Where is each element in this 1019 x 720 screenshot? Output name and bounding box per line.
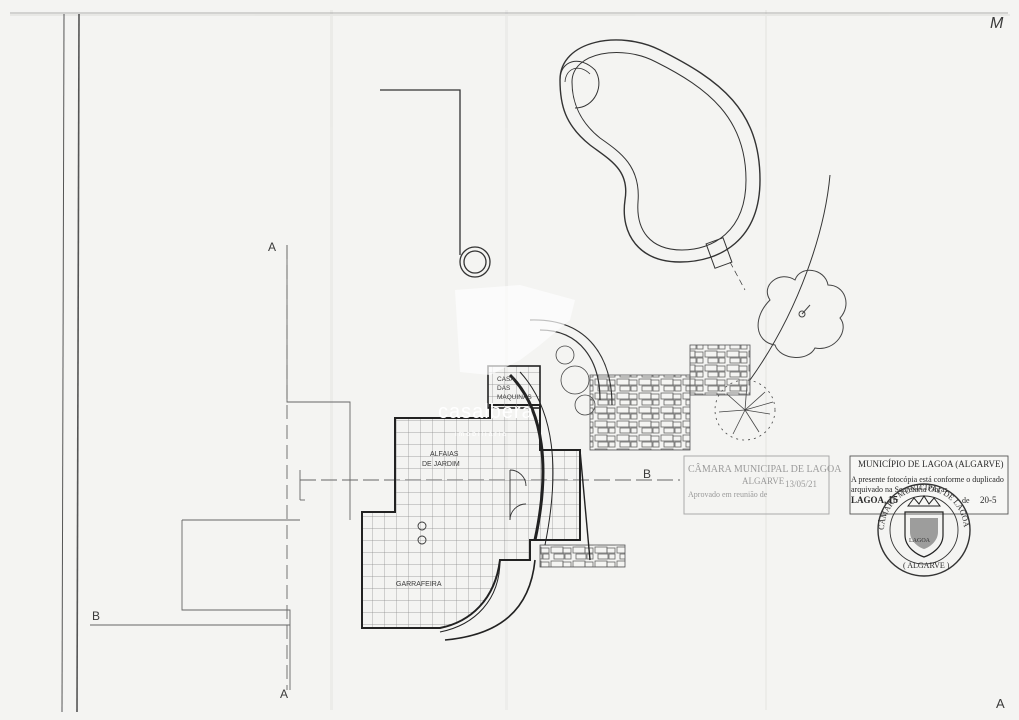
label-alfaias-2: DE JARDIM bbox=[422, 461, 460, 468]
initials: M bbox=[990, 15, 1004, 32]
section-a-top: A bbox=[268, 240, 276, 254]
stamp-municipio-de: de bbox=[962, 496, 970, 505]
section-b-left: B bbox=[92, 609, 100, 623]
stone-terrace bbox=[539, 344, 751, 568]
stamp-camara-line1: CÂMARA MUNICIPAL DE LAGOA bbox=[688, 463, 842, 475]
section-lines bbox=[90, 245, 680, 690]
stamp-camara: CÂMARA MUNICIPAL DE LAGOA ALGARVE Aprova… bbox=[683, 455, 842, 515]
seal-center: LAGOA bbox=[909, 538, 931, 544]
building-floor bbox=[361, 365, 591, 641]
sheet-corner-mark: A bbox=[996, 696, 1005, 711]
stamp-municipio-line2: arquivado na Secretaria Obras. bbox=[851, 485, 950, 494]
stamp-municipio-line1: A presente fotocópia está conforme o dup… bbox=[851, 475, 1004, 484]
section-b-right: B bbox=[643, 467, 651, 481]
watermark-brand: casalbera bbox=[438, 401, 534, 423]
section-a-bottom: A bbox=[280, 687, 288, 701]
watermark-sub: i m o b i l i á r i a bbox=[455, 431, 506, 438]
stamp-municipio-place: LAGOA, bbox=[851, 495, 886, 505]
stamp-camara-line2: ALGARVE bbox=[742, 476, 785, 486]
watermark-logo bbox=[455, 285, 575, 375]
label-casa-2: DAS bbox=[497, 385, 511, 392]
room-labels: CASA DAS MAQUINAS ALFAIAS DE JARDIM GARR… bbox=[396, 376, 532, 588]
pipe-run bbox=[380, 89, 491, 278]
stamp-municipio-year: 20-5 bbox=[980, 495, 997, 505]
label-casa-1: CASA bbox=[497, 376, 515, 383]
stamp-camara-date: 13/05/21 bbox=[785, 479, 817, 489]
watermark: casalbera i m o b i l i á r i a bbox=[438, 401, 534, 438]
tree-right bbox=[757, 270, 847, 358]
sheet-border bbox=[10, 12, 1008, 713]
label-alfaias-1: ALFAIAS bbox=[430, 451, 459, 458]
stamp-camara-line3: Aprovado em reunião de bbox=[688, 490, 768, 499]
seal-bottom: ( ALGARVE ) bbox=[903, 561, 950, 570]
label-casa-3: MAQUINAS bbox=[497, 394, 532, 401]
stamp-municipio-title: MUNICÍPIO DE LAGOA (ALGARVE) bbox=[858, 459, 1004, 469]
section-letters: A A B B A M bbox=[92, 15, 1005, 711]
swimming-pool bbox=[559, 39, 831, 381]
stamp-municipio-day: 15 bbox=[888, 495, 898, 506]
shrubs bbox=[555, 345, 776, 441]
label-garrafeira: GARRAFEIRA bbox=[396, 581, 442, 588]
